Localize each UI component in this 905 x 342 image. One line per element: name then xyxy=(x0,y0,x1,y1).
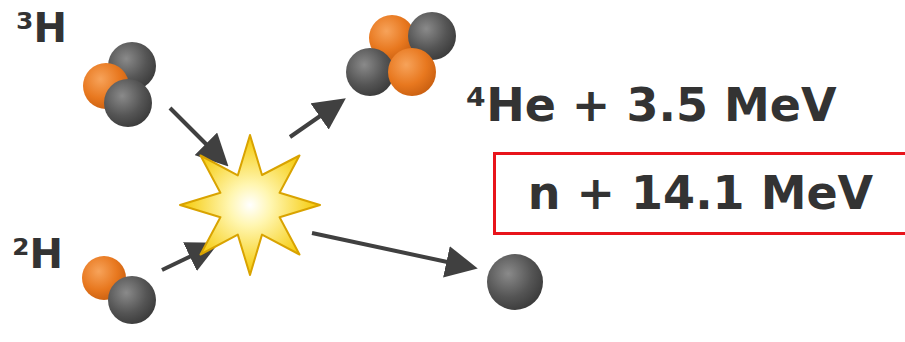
neutron-sphere xyxy=(346,48,394,96)
highlight-box: n + 14.1 MeV xyxy=(493,152,905,235)
neutron-sphere xyxy=(487,254,543,310)
arrow xyxy=(170,108,220,158)
energy-text: n + 14.1 MeV xyxy=(528,168,873,219)
fusion-burst xyxy=(180,135,320,275)
neutron-sphere xyxy=(104,79,152,127)
arrow xyxy=(290,105,336,137)
isotope-label: ²H xyxy=(12,232,63,276)
proton-sphere xyxy=(388,48,436,96)
product-energy-label: ⁴He + 3.5 MeV xyxy=(466,80,837,131)
arrow xyxy=(312,233,466,266)
isotope-label: ³H xyxy=(16,6,67,50)
deuterium-nucleus xyxy=(82,256,156,324)
helium-nucleus xyxy=(346,12,456,96)
neutron-sphere xyxy=(108,276,156,324)
tritium-nucleus xyxy=(83,42,156,127)
